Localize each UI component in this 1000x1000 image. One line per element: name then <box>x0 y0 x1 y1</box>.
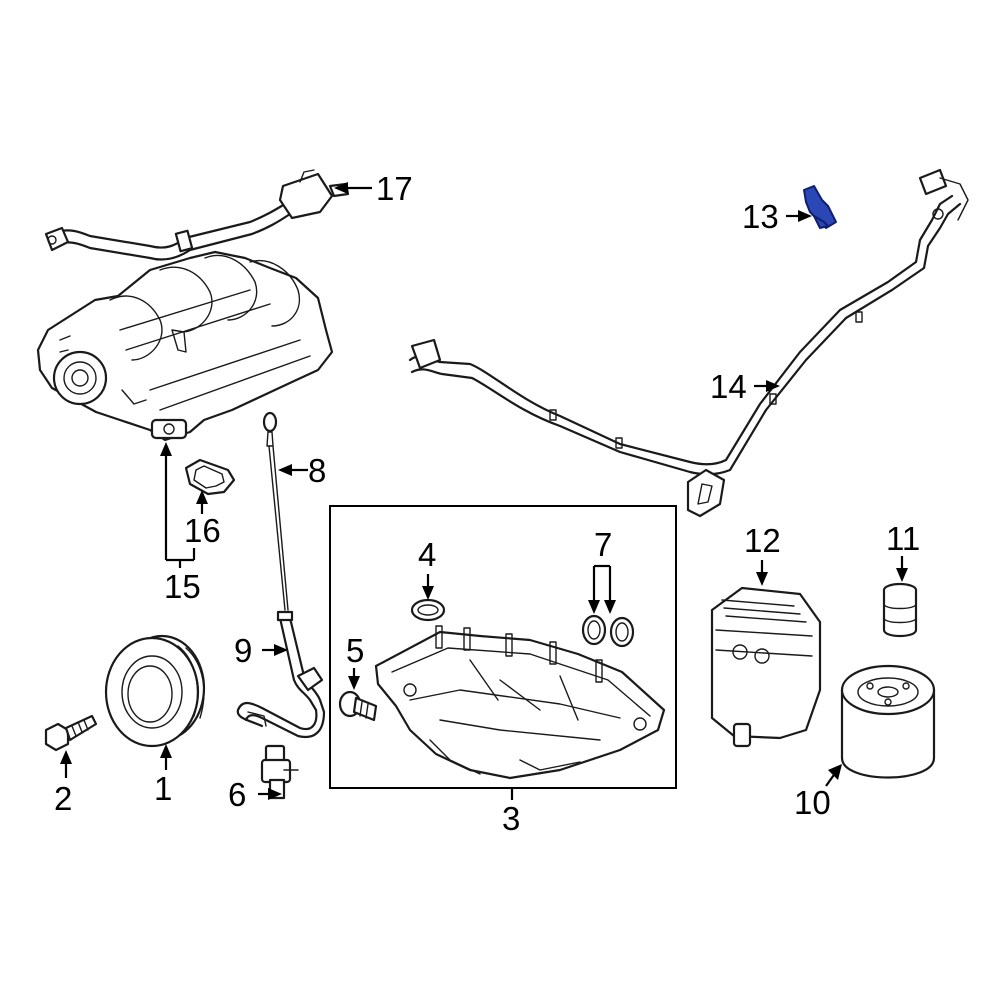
part-12-oil-cooler[interactable] <box>710 586 822 748</box>
callout-12: 12 <box>744 522 781 559</box>
callout-14: 14 <box>710 368 747 405</box>
part-15-intake-manifold[interactable] <box>36 250 334 442</box>
callout-labels: 17 13 14 8 16 15 4 7 12 11 5 9 1 2 6 3 1… <box>54 170 920 837</box>
part-3-oil-pan[interactable] <box>374 625 666 780</box>
callout-1: 1 <box>154 770 172 807</box>
callout-8: 8 <box>308 452 326 489</box>
callout-5: 5 <box>346 632 364 669</box>
part-2-bolt[interactable] <box>44 714 98 752</box>
oil-pan-group-box <box>329 505 677 789</box>
part-4-o-ring[interactable] <box>410 598 446 622</box>
callout-3: 3 <box>502 800 520 837</box>
part-7-seals[interactable] <box>581 614 635 648</box>
part-11-filter-element[interactable] <box>882 582 918 638</box>
part-13-sensor-highlighted[interactable] <box>803 185 837 229</box>
part-17-pcv-tube[interactable] <box>44 169 350 261</box>
callout-17: 17 <box>376 170 413 207</box>
callout-6: 6 <box>228 776 246 813</box>
part-14-wire-harness[interactable] <box>408 168 969 518</box>
callout-13: 13 <box>742 198 779 235</box>
part-6-sensor[interactable] <box>260 744 299 800</box>
callout-7: 7 <box>594 526 612 563</box>
callout-2: 2 <box>54 780 72 817</box>
part-5-drain-plug[interactable] <box>338 690 378 722</box>
part-1-pulley[interactable] <box>104 634 206 748</box>
part-10-oil-filter[interactable] <box>840 664 936 779</box>
callout-4: 4 <box>418 536 436 573</box>
callout-10: 10 <box>794 784 831 821</box>
part-16-gasket[interactable] <box>184 458 236 496</box>
callout-15: 15 <box>164 568 201 605</box>
callout-16: 16 <box>184 512 221 549</box>
callout-9: 9 <box>234 632 252 669</box>
callout-11: 11 <box>886 520 920 557</box>
part-9-dipstick-tube[interactable] <box>236 610 326 739</box>
part-8-dipstick[interactable] <box>262 411 289 611</box>
leader-lines <box>60 182 908 800</box>
